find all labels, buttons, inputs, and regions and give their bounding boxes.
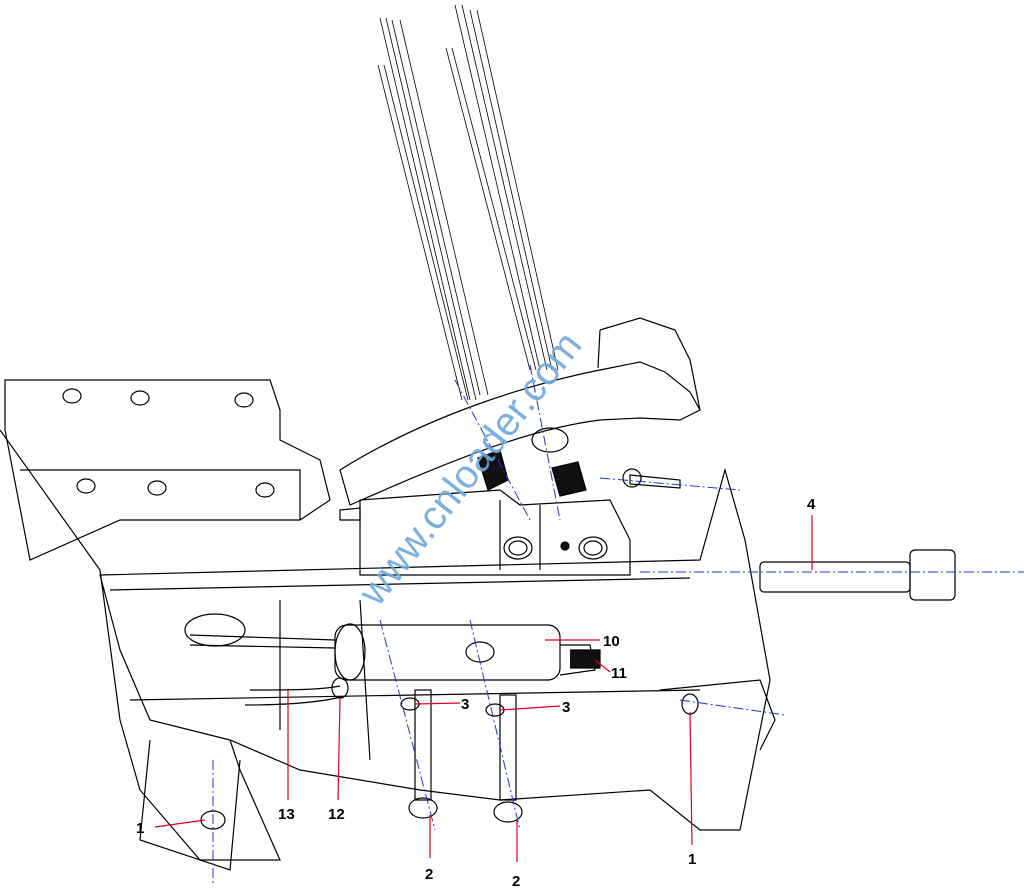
callout-2-left: 2 <box>425 866 433 883</box>
callout-3-right: 3 <box>562 699 570 716</box>
center-lines <box>212 364 1024 885</box>
pedal-arm <box>339 317 701 506</box>
callout-1-left: 1 <box>136 820 144 837</box>
master-cylinder <box>184 613 601 706</box>
callout-3-left: 3 <box>461 696 469 713</box>
callout-13: 13 <box>278 806 295 823</box>
valve-block <box>359 449 631 576</box>
callout-10: 10 <box>603 633 620 650</box>
control-cables <box>377 4 559 401</box>
leader-lines <box>154 515 813 862</box>
callout-11: 11 <box>611 665 627 682</box>
callout-1-right: 1 <box>688 851 696 868</box>
callout-4: 4 <box>807 496 816 513</box>
callout-12: 12 <box>328 806 345 823</box>
fasteners <box>200 468 956 830</box>
pedal-housing <box>99 467 776 871</box>
callout-2-right: 2 <box>512 873 520 889</box>
